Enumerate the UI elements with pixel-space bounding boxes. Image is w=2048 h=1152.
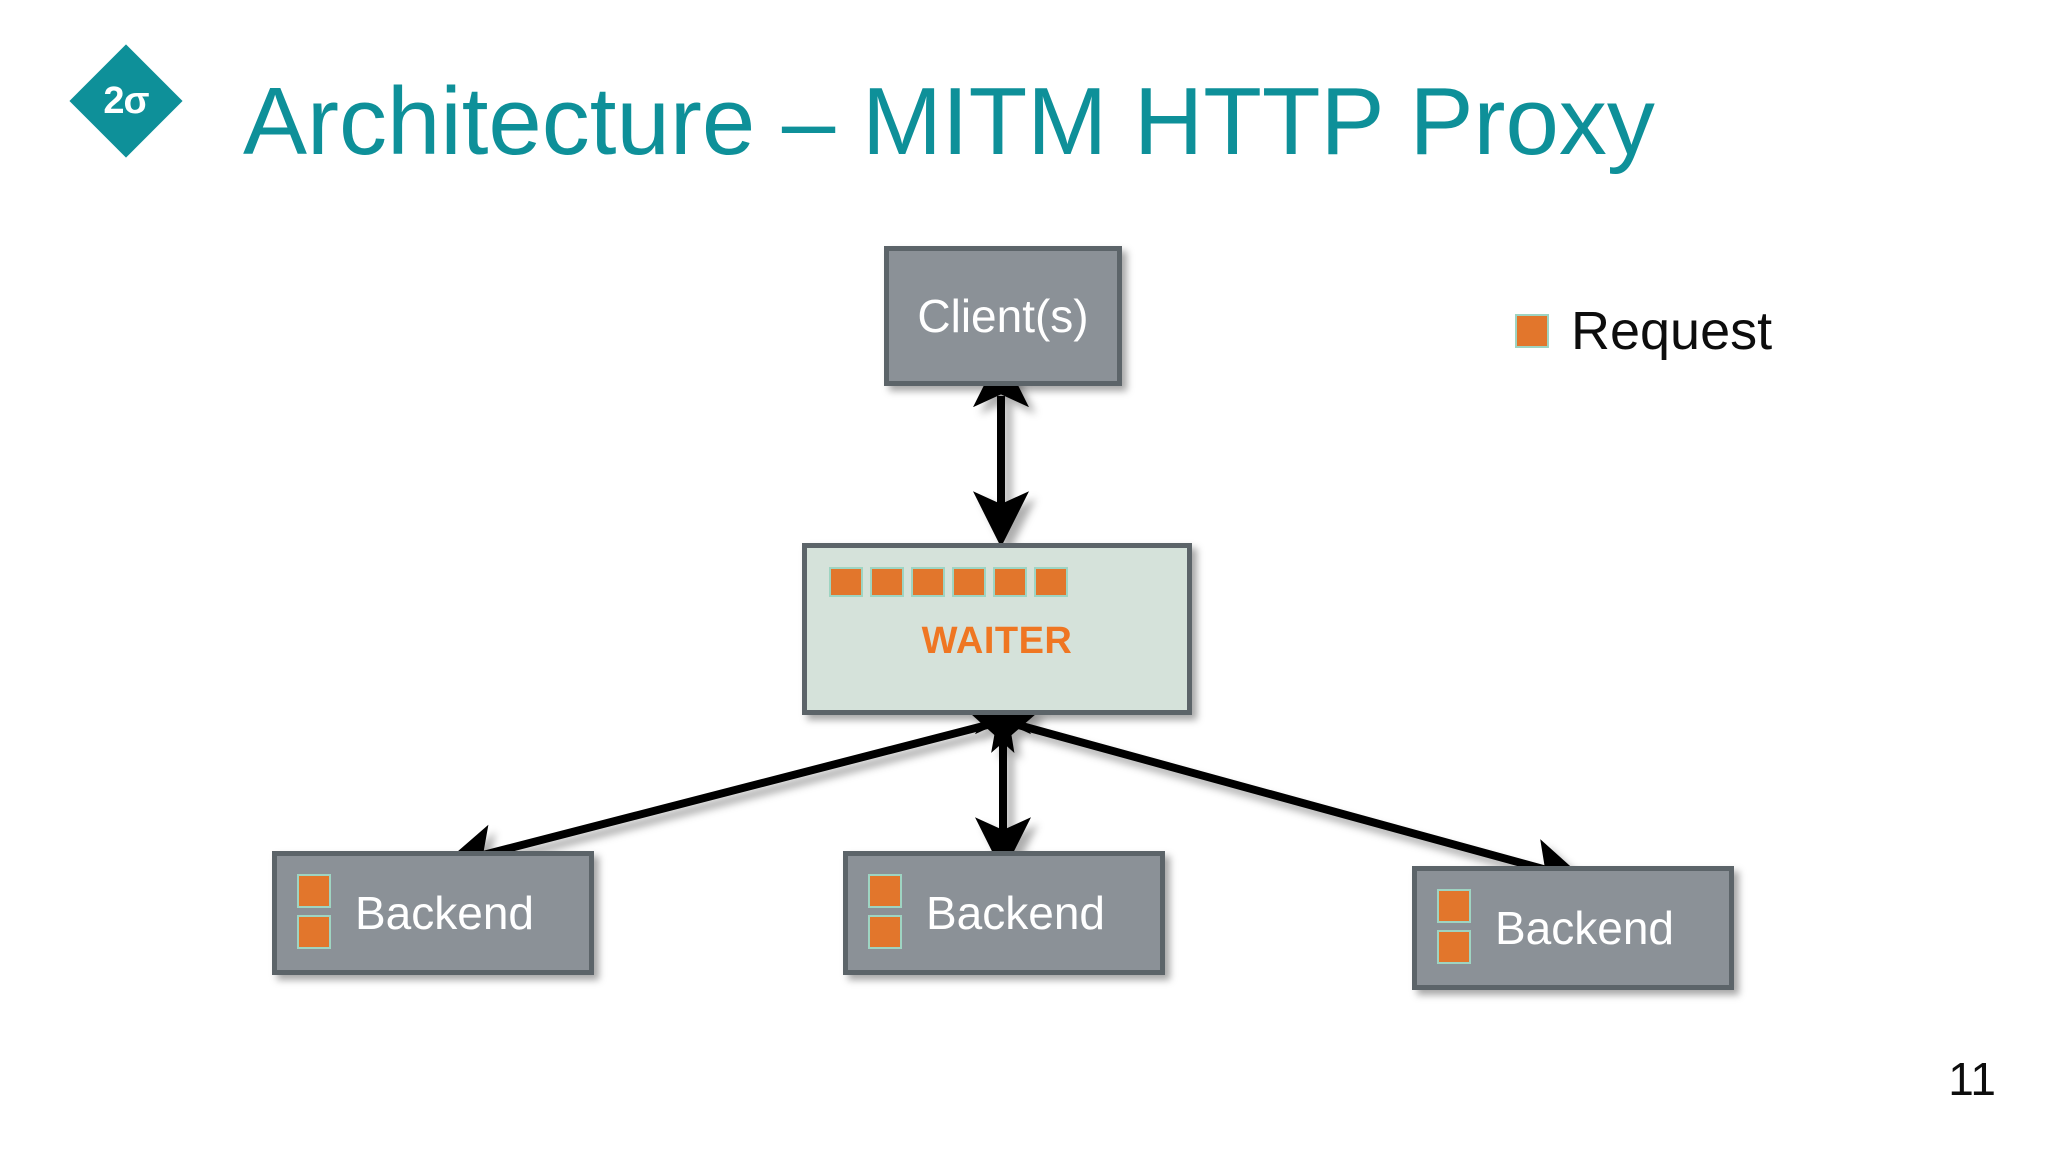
node-backend-1[interactable]: Backend (272, 851, 594, 975)
logo-text: 2σ (103, 79, 149, 122)
backend-request-slots (1437, 889, 1471, 964)
brand-logo: 2σ (69, 44, 183, 158)
node-client[interactable]: Client(s) (884, 246, 1122, 386)
queue-request-icon (993, 567, 1027, 597)
queue-request-icon (829, 567, 863, 597)
node-backend-3[interactable]: Backend (1412, 866, 1734, 990)
node-client-label: Client(s) (917, 290, 1089, 342)
queue-request-icon (1034, 567, 1068, 597)
legend-request-label: Request (1571, 301, 1773, 361)
queue-request-icon (870, 567, 904, 597)
backend-request-icon (868, 915, 902, 949)
legend: Request (1515, 300, 1772, 362)
backend-request-icon (297, 874, 331, 908)
queue-request-icon (952, 567, 986, 597)
backend-request-icon (1437, 930, 1471, 964)
backend-request-icon (868, 874, 902, 908)
node-backend-2[interactable]: Backend (843, 851, 1165, 975)
node-backend-3-label: Backend (1495, 902, 1675, 954)
node-backend-2-label: Backend (926, 887, 1106, 939)
page-title: Architecture – MITM HTTP Proxy (243, 68, 1655, 175)
connector-waiter-backend-3 (967, 698, 1587, 894)
node-backend-1-label: Backend (355, 887, 535, 939)
node-waiter[interactable]: WAITER (802, 543, 1192, 715)
node-waiter-label: WAITER (921, 620, 1073, 662)
connector-waiter-backend-1 (441, 698, 1039, 879)
legend-request-swatch-icon (1515, 314, 1549, 348)
backend-request-icon (297, 915, 331, 949)
backend-request-slots (297, 874, 331, 949)
waiter-request-queue (829, 567, 1068, 597)
backend-request-slots (868, 874, 902, 949)
page-number: 11 (1948, 1053, 1996, 1105)
backend-request-icon (1437, 889, 1471, 923)
queue-request-icon (911, 567, 945, 597)
